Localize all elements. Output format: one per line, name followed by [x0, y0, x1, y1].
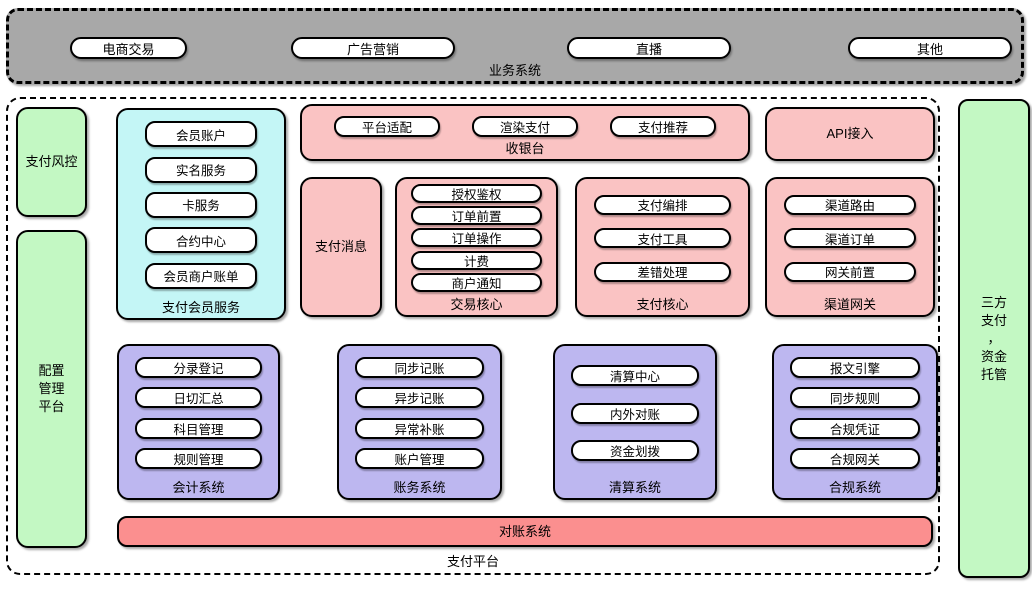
cashier-label: 收银台 — [505, 141, 545, 156]
group-compliance-system: 报文引擎 同步规则 合规凭证 合规网关 合规系统 — [772, 344, 938, 500]
compliance-pills: 报文引擎 同步规则 合规凭证 合规网关 — [774, 346, 936, 480]
group-cashier: 平台适配 渲染支付 支付推荐 收银台 — [300, 104, 750, 161]
business-system-label: 业务系统 — [488, 63, 541, 78]
member-service-pills: 会员账户 实名服务 卡服务 合约中心 会员商户账单 — [118, 110, 284, 300]
pill-card-service: 卡服务 — [145, 191, 257, 218]
pill-channel-routing: 渠道路由 — [783, 194, 917, 215]
pill-other: 其他 — [848, 37, 1012, 59]
group-payment-risk: 支付风控 — [16, 107, 87, 217]
pill-member-account: 会员账户 — [145, 121, 257, 148]
payment-risk-label: 支付风控 — [25, 154, 78, 169]
pill-payment-orchestration: 支付编排 — [594, 194, 731, 215]
ledger-system-label: 账务系统 — [393, 480, 446, 495]
pill-entry-registration: 分录登记 — [134, 357, 263, 379]
clearing-system-label: 清算系统 — [608, 480, 661, 495]
pill-member-merchant-bill: 会员商户账单 — [145, 262, 257, 289]
pill-contract-center: 合约中心 — [145, 227, 257, 254]
pill-channel-order: 渠道订单 — [783, 228, 917, 248]
pill-clearing-center: 清算中心 — [571, 364, 699, 386]
pill-rule-management: 规则管理 — [134, 447, 263, 469]
group-config-platform: 配置 管理 平台 — [16, 230, 87, 548]
group-channel-gateway: 渠道路由 渠道订单 网关前置 渠道网关 — [765, 177, 935, 317]
config-platform-label: 配置 管理 平台 — [38, 363, 65, 414]
accounting-system-label: 会计系统 — [172, 480, 225, 495]
clearing-pills: 清算中心 内外对账 资金划拨 — [555, 346, 715, 480]
pill-fund-transfer: 资金划拨 — [571, 440, 699, 462]
pill-order-operation: 订单操作 — [410, 228, 543, 248]
group-clearing-system: 清算中心 内外对账 资金划拨 清算系统 — [553, 344, 717, 500]
pill-order-preposition: 订单前置 — [410, 206, 543, 226]
trade-core-pills: 授权鉴权 订单前置 订单操作 计费 商户通知 — [397, 179, 556, 297]
payment-core-pills: 支付编排 支付工具 差错处理 — [577, 179, 748, 297]
group-accounting-system: 分录登记 日切汇总 科目管理 规则管理 会计系统 — [117, 344, 280, 500]
group-payment-core: 支付编排 支付工具 差错处理 支付核心 — [575, 177, 750, 317]
pill-platform-adapt: 平台适配 — [334, 116, 440, 137]
pill-sync-rules: 同步规则 — [790, 387, 920, 409]
pill-account-management: 账户管理 — [355, 447, 484, 469]
pill-payment-tools: 支付工具 — [594, 228, 731, 248]
pill-message-engine: 报文引擎 — [790, 357, 920, 379]
group-member-service: 会员账户 实名服务 卡服务 合约中心 会员商户账单 支付会员服务 — [116, 108, 286, 320]
pill-compliance-voucher: 合规凭证 — [790, 417, 920, 439]
member-service-label: 支付会员服务 — [161, 300, 240, 315]
reconciliation-label: 对账系统 — [498, 523, 551, 539]
pill-payment-recommend: 支付推荐 — [610, 116, 716, 137]
accounting-pills: 分录登记 日切汇总 科目管理 规则管理 — [119, 346, 278, 480]
channel-gateway-pills: 渠道路由 渠道订单 网关前置 — [767, 179, 933, 297]
pill-merchant-notify: 商户通知 — [410, 272, 543, 292]
pill-gateway-preposition: 网关前置 — [783, 261, 917, 282]
pill-real-name-service: 实名服务 — [145, 156, 257, 183]
pill-daily-cutoff-summary: 日切汇总 — [134, 387, 263, 409]
pill-render-payment: 渲染支付 — [472, 116, 578, 137]
pill-compliance-gateway: 合规网关 — [790, 447, 920, 469]
pill-exception-repair: 异常补账 — [355, 417, 484, 439]
bar-reconciliation-system: 对账系统 — [117, 516, 933, 547]
group-trade-core: 授权鉴权 订单前置 订单操作 计费 商户通知 交易核心 — [395, 177, 558, 317]
compliance-system-label: 合规系统 — [828, 480, 881, 495]
ledger-pills: 同步记账 异步记账 异常补账 账户管理 — [339, 346, 500, 480]
payment-core-label: 支付核心 — [636, 297, 689, 312]
rail-third-party: 三方 支付 ， 资金 托管 — [958, 99, 1030, 578]
payment-message-label: 支付消息 — [314, 239, 367, 254]
pill-livestream: 直播 — [567, 37, 731, 59]
pill-error-handling: 差错处理 — [594, 261, 731, 282]
group-ledger-system: 同步记账 异步记账 异常补账 账户管理 账务系统 — [337, 344, 502, 500]
business-system-band: 电商交易 广告营销 直播 其他 业务系统 — [6, 8, 1024, 84]
pill-ecommerce: 电商交易 — [70, 37, 187, 59]
api-access-label: API接入 — [826, 126, 874, 141]
pill-async-bookkeeping: 异步记账 — [355, 387, 484, 409]
group-api-access: API接入 — [765, 107, 935, 161]
pill-auth: 授权鉴权 — [410, 184, 543, 204]
third-party-label: 三方 支付 ， 资金 托管 — [980, 294, 1007, 382]
cashier-pills: 平台适配 渲染支付 支付推荐 — [302, 106, 748, 141]
channel-gateway-label: 渠道网关 — [823, 297, 876, 312]
group-payment-message: 支付消息 — [300, 177, 382, 317]
payment-platform-label: 支付平台 — [446, 554, 499, 569]
pill-sync-bookkeeping: 同步记账 — [355, 357, 484, 379]
trade-core-label: 交易核心 — [450, 297, 503, 312]
pill-internal-external-recon: 内外对账 — [571, 402, 699, 424]
pill-subject-management: 科目管理 — [134, 417, 263, 439]
pill-ad-marketing: 广告营销 — [291, 37, 455, 59]
pill-billing: 计费 — [410, 250, 543, 270]
